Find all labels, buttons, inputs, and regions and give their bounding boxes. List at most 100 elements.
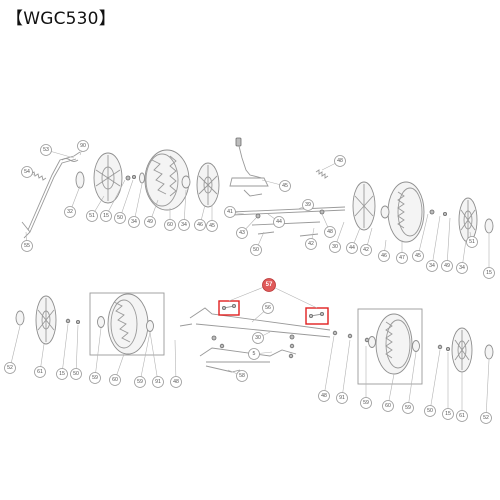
highlight-badge[interactable]: 57 (262, 278, 276, 292)
callout-number: 30 (332, 244, 338, 250)
height-adjuster-part (229, 137, 269, 197)
callout-leader (323, 335, 335, 397)
callout-circle (194, 219, 206, 231)
callout-number: 54 (24, 169, 30, 175)
callout-number: 15 (59, 371, 65, 377)
callout-number: 51 (469, 239, 475, 245)
callout-circle (152, 376, 164, 388)
part-callout: 90 (77, 140, 89, 156)
callout-leader (446, 217, 451, 267)
callout-number: 59 (363, 400, 369, 406)
callout-number: 41 (227, 209, 233, 215)
part-callout: 52 (480, 359, 492, 424)
bearing-parts (125, 172, 145, 184)
bottom-assembly (15, 292, 494, 385)
callout-number: 50 (73, 371, 79, 377)
callout-circle (34, 366, 46, 378)
callout-number: 47 (399, 255, 405, 261)
front-axle-part (179, 307, 331, 341)
bottom-right-tyre-part (357, 308, 423, 385)
callout-circle (236, 227, 248, 239)
callout-circle (206, 220, 218, 232)
callout-circle (21, 240, 33, 252)
callout-circle (109, 374, 121, 386)
callout-circle (134, 376, 146, 388)
part-callout: 91 (149, 331, 164, 388)
callout-number: 44 (349, 245, 355, 251)
callout-number: 60 (167, 222, 173, 228)
part-callout: 51 (86, 195, 105, 222)
callout-circle (236, 370, 248, 382)
part-callout: 60 (109, 353, 125, 386)
callout-circle (178, 219, 190, 231)
front-rod-part (205, 365, 241, 373)
callout-circle (378, 250, 390, 262)
callout-circle (329, 241, 341, 253)
right-rim-part (352, 181, 376, 231)
callout-number: 42 (363, 247, 369, 253)
part-callout: 59 (402, 351, 417, 414)
part-callout: 49 (441, 217, 453, 272)
part-callout: 46 (378, 239, 390, 262)
callout-circle (64, 206, 76, 218)
callout-number: 56 (265, 305, 271, 311)
part-callout: 61 (34, 343, 46, 378)
callout-number: 5 (253, 351, 256, 357)
callout-number: 45 (209, 223, 215, 229)
part-callout: 45 (412, 213, 429, 262)
outer-rim-part (196, 162, 220, 208)
callout-number: 49 (147, 219, 153, 225)
callout-circle (248, 348, 260, 360)
part-callout: 34 (426, 215, 441, 272)
callout-circle (164, 219, 176, 231)
callout-circle (77, 140, 89, 152)
part-callout: 32 (64, 185, 81, 218)
height-lever-part (21, 151, 81, 239)
callout-circle (442, 408, 454, 420)
callout-number: 53 (43, 147, 49, 153)
callout-number: 34 (131, 219, 137, 225)
callout-number: 46 (197, 222, 203, 228)
part-callout: 59 (134, 331, 151, 388)
callout-number: 34 (181, 222, 187, 228)
callout-circle (128, 216, 140, 228)
callout-circle (170, 376, 182, 388)
callout-number: 15 (445, 411, 451, 417)
callout-circle (56, 368, 68, 380)
callout-circle (402, 402, 414, 414)
callout-number: 48 (321, 393, 327, 399)
callout-circle (273, 216, 285, 228)
callout-number: 61 (37, 369, 43, 375)
callout-circle (86, 210, 98, 222)
callout-circle (466, 236, 478, 248)
callout-number: 44 (276, 219, 282, 225)
callout-leader (174, 339, 177, 383)
callout-circle (4, 362, 16, 374)
callout-number: 60 (112, 377, 118, 383)
wheel-rim-part (93, 152, 123, 204)
callout-circle (21, 166, 33, 178)
callout-circle (456, 262, 468, 274)
callout-leader (133, 183, 143, 223)
highlighted-part-right[interactable] (305, 307, 329, 325)
callout-circle (302, 199, 314, 211)
callout-number: 49 (444, 263, 450, 269)
hub-cap-part (75, 171, 85, 189)
highlighted-part-left[interactable] (218, 300, 240, 316)
part-callout: 58 (227, 369, 248, 382)
callout-number: 60 (385, 403, 391, 409)
callout-circle (250, 244, 262, 256)
part-callout: 50 (114, 179, 134, 224)
callout-circle (70, 368, 82, 380)
callout-leader (429, 349, 441, 412)
callout-number: 34 (459, 265, 465, 271)
part-callout: 55 (21, 231, 33, 252)
part-callout: 5 (248, 348, 273, 360)
bottom-right-bearing-parts (332, 330, 370, 343)
part-callout: 48 (321, 213, 336, 238)
callout-circle (336, 392, 348, 404)
right-tyre-part (380, 181, 425, 243)
callout-leader (485, 359, 490, 419)
callout-circle (324, 226, 336, 238)
